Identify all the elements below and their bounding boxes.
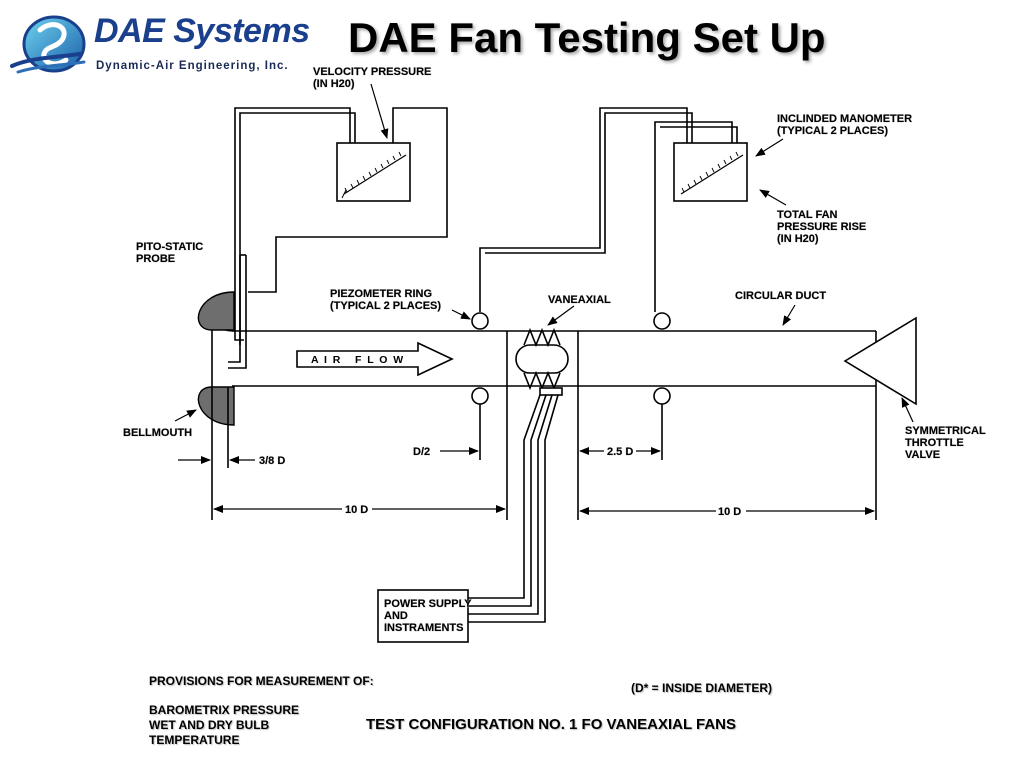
- label-piezometer-2: (TYPICAL 2 PLACES): [330, 300, 441, 312]
- provisions-heading: PROVISIONS FOR MEASUREMENT OF:: [149, 674, 374, 688]
- piezometer-ring-bottom-left: [471, 387, 489, 405]
- label-vaneaxial: VANEAXIAL: [548, 294, 611, 306]
- label-bellmouth: BELLMOUTH: [123, 427, 192, 439]
- label-power-supply-2: AND: [384, 610, 408, 622]
- dim-label-3-8-d: 3/8 D: [259, 455, 285, 467]
- label-total-fan-3: (IN H20): [777, 233, 819, 245]
- provisions-item-wet-dry: WET AND DRY BULB: [149, 718, 270, 732]
- test-configuration-caption: TEST CONFIGURATION NO. 1 FO VANEAXIAL FA…: [366, 716, 737, 733]
- label-throttle-1: SYMMETRICAL: [905, 425, 986, 437]
- leader-throttle: [901, 397, 914, 423]
- leader-velocity: [370, 83, 389, 139]
- label-power-supply-1: POWER SUPPLY: [384, 598, 472, 610]
- dim-label-2-5-d: 2.5 D: [607, 446, 633, 458]
- inside-diameter-note: (D* = INSIDE DIAMETER): [631, 681, 773, 695]
- piezometer-ring-top-right: [653, 312, 671, 330]
- pito-static-probe: [228, 254, 247, 369]
- logo-tagline: Dynamic-Air Engineering, Inc.: [96, 60, 289, 72]
- piezometer-ring-top-left: [471, 312, 489, 330]
- dim-label-10-d-right: 10 D: [718, 506, 741, 518]
- leader-total-pressure: [759, 189, 787, 206]
- label-air-flow: A I R F L O W: [311, 354, 403, 366]
- label-total-fan-1: TOTAL FAN: [777, 209, 838, 221]
- label-total-fan-2: PRESSURE RISE: [777, 221, 866, 233]
- label-velocity-pressure-2: (IN H20): [313, 78, 355, 90]
- label-inclined-manometer-1: INCLINDED MANOMETER: [777, 113, 912, 125]
- page-title: DAE Fan Testing Set Up: [348, 14, 826, 61]
- power-supply-box: [377, 589, 469, 643]
- leader-manometer: [755, 138, 784, 157]
- dim-label-10-d-left: 10 D: [345, 504, 368, 516]
- velocity-manometer: [336, 142, 411, 202]
- label-circular-duct: CIRCULAR DUCT: [735, 290, 826, 302]
- vaneaxial-fan: [515, 327, 569, 396]
- provisions-item-barometric: BAROMETRIX PRESSURE: [149, 703, 300, 717]
- dim-label-d-2: D/2: [413, 446, 430, 458]
- label-pito-static-2: PROBE: [136, 253, 175, 265]
- label-throttle-3: VALVE: [905, 449, 940, 461]
- leader-piezometer: [451, 309, 471, 320]
- label-throttle-2: THROTTLE: [905, 437, 964, 449]
- provisions-item-temperature: TEMPERATURE: [149, 733, 240, 747]
- label-pito-static-1: PITO-STATIC: [136, 241, 203, 253]
- throttle-valve: [843, 316, 917, 406]
- label-power-supply-3: INSTRAMENTS: [384, 622, 463, 634]
- bellmouth: [197, 291, 235, 426]
- leader-vaneaxial: [547, 305, 575, 326]
- air-flow-arrow: [296, 341, 454, 377]
- leader-bellmouth: [174, 409, 197, 422]
- company-logo: DAE Systems Dynamic-Air Engineering, Inc…: [8, 8, 310, 78]
- dae-logo-icon: [10, 15, 86, 74]
- label-velocity-pressure-1: VELOCITY PRESSURE: [313, 66, 431, 78]
- label-piezometer-1: PIEZOMETER RING: [330, 288, 432, 300]
- piezometer-ring-bottom-right: [653, 387, 671, 405]
- logo-brand-text: DAE Systems: [94, 12, 310, 50]
- inclined-manometer: [673, 142, 748, 202]
- leader-duct: [782, 304, 796, 326]
- manometer-scale-left: [344, 151, 402, 193]
- label-inclined-manometer-2: (TYPICAL 2 PLACES): [777, 125, 888, 137]
